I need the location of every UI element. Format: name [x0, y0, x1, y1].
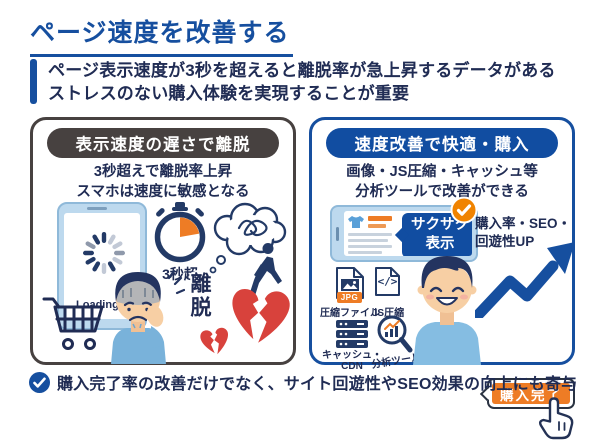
cache-label-line-2: CDN: [341, 361, 363, 372]
lead-text: ページ表示速度が3秒を超えると離脱率が急上昇するデータがある ストレスのない購入…: [48, 59, 556, 105]
sad-person-illustration: [111, 269, 185, 364]
caption-line-1: 3秒超えで離脱率上昇: [93, 164, 233, 180]
panel-improve-header: 速度改善で快適・購入: [326, 128, 558, 158]
analytics-tool-icon: [377, 315, 413, 353]
fast-label-line-2: 表示: [425, 236, 455, 252]
phone-side-button: [336, 227, 339, 241]
code-glyph: </>: [377, 275, 398, 288]
infographic: ページ速度を改善する ページ表示速度が3秒を超えると離脱率が急上昇するデータがあ…: [29, 13, 577, 440]
lead-line-1: ページ表示速度が3秒を超えると離脱率が急上昇するデータがある: [48, 61, 556, 80]
exit-label: 離脱: [188, 272, 211, 320]
panel-improve-illustration: サクサク 表示 JPG 圧縮ファイル: [312, 196, 575, 440]
caption-line-1: 画像・JS圧縮・キャッシュ等: [346, 164, 538, 180]
page-title: ページ速度を改善する: [30, 13, 293, 57]
kpi-line-2: 回遊性UP: [475, 233, 535, 249]
product-tshirt-icon: [348, 216, 364, 228]
big-broken-heart-icon: [232, 288, 290, 343]
panel-slow-illustration: Loading... 3秒超: [33, 200, 293, 364]
panel-slow-header: 表示速度の遅さで離脱: [47, 128, 279, 158]
lead-line-2: ストレスのない購入体験を実現することが重要: [48, 84, 410, 103]
stopwatch-icon: [154, 202, 206, 263]
fast-label-line-1: サクサク: [411, 217, 469, 233]
stopwatch-label: 3秒超: [162, 266, 198, 282]
text-line: [348, 245, 392, 248]
text-line: [348, 233, 392, 236]
blue-check-icon: [29, 371, 50, 393]
walking-away-person-icon: [248, 243, 282, 299]
hand-cursor-icon: [538, 397, 574, 440]
compress-file-label: 圧縮ファイル: [320, 308, 380, 319]
text-line: [348, 251, 382, 254]
js-compress-file-icon: </>: [374, 266, 401, 297]
caption-line-2: 分析ツールで改善ができる: [355, 183, 529, 200]
kpi-text: 購入率・SEO・ 回遊性UP: [475, 215, 571, 250]
shopping-cart-icon: [42, 297, 104, 350]
cache-cdn-server-icon: [336, 320, 368, 348]
product-subtitle-bar: [368, 224, 386, 228]
panel-slow-caption: 3秒超えで離脱率上昇 スマホは速度に敏感となる: [33, 163, 293, 202]
product-title-bar: [368, 216, 392, 221]
phone-screen: サクサク 表示: [344, 211, 472, 256]
cache-cdn-label: キャッシュ・ CDN: [316, 350, 388, 372]
js-compress-label: JS圧縮: [371, 308, 405, 319]
kpi-line-1: 購入率・SEO・: [475, 216, 572, 231]
jpg-tag: JPG: [337, 292, 362, 303]
footer-text: 購入完了率の改善だけでなく、サイト回遊性やSEO効果の向上にも寄与: [57, 376, 578, 393]
growth-arrow-icon: [475, 242, 575, 318]
phone-speaker: [87, 207, 107, 210]
footer-note: 購入完了率の改善だけでなく、サイト回遊性やSEO効果の向上にも寄与: [29, 370, 577, 394]
text-line: [348, 239, 388, 242]
lead-block: ページ表示速度が3秒を超えると離脱率が急上昇するデータがある ストレスのない購入…: [30, 59, 556, 105]
small-broken-heart-icon: [200, 327, 229, 355]
panel-improve-caption: 画像・JS圧縮・キャッシュ等 分析ツールで改善ができる: [312, 163, 572, 202]
happy-person-illustration: [413, 256, 481, 365]
lead-accent-bar: [30, 59, 37, 104]
loading-spinner-icon: [83, 232, 125, 274]
caption-line-2: スマホは速度に敏感となる: [76, 183, 250, 200]
panel-slow-exit: 表示速度の遅さで離脱 3秒超えで離脱率上昇 スマホは速度に敏感となる: [30, 117, 296, 365]
cache-label-line-1: キャッシュ・: [322, 350, 382, 361]
panel-speed-improve: 速度改善で快適・購入 画像・JS圧縮・キャッシュ等 分析ツールで改善ができる: [309, 117, 575, 440]
orange-check-icon: [450, 196, 478, 224]
confused-thought-cloud-icon: [209, 202, 287, 274]
